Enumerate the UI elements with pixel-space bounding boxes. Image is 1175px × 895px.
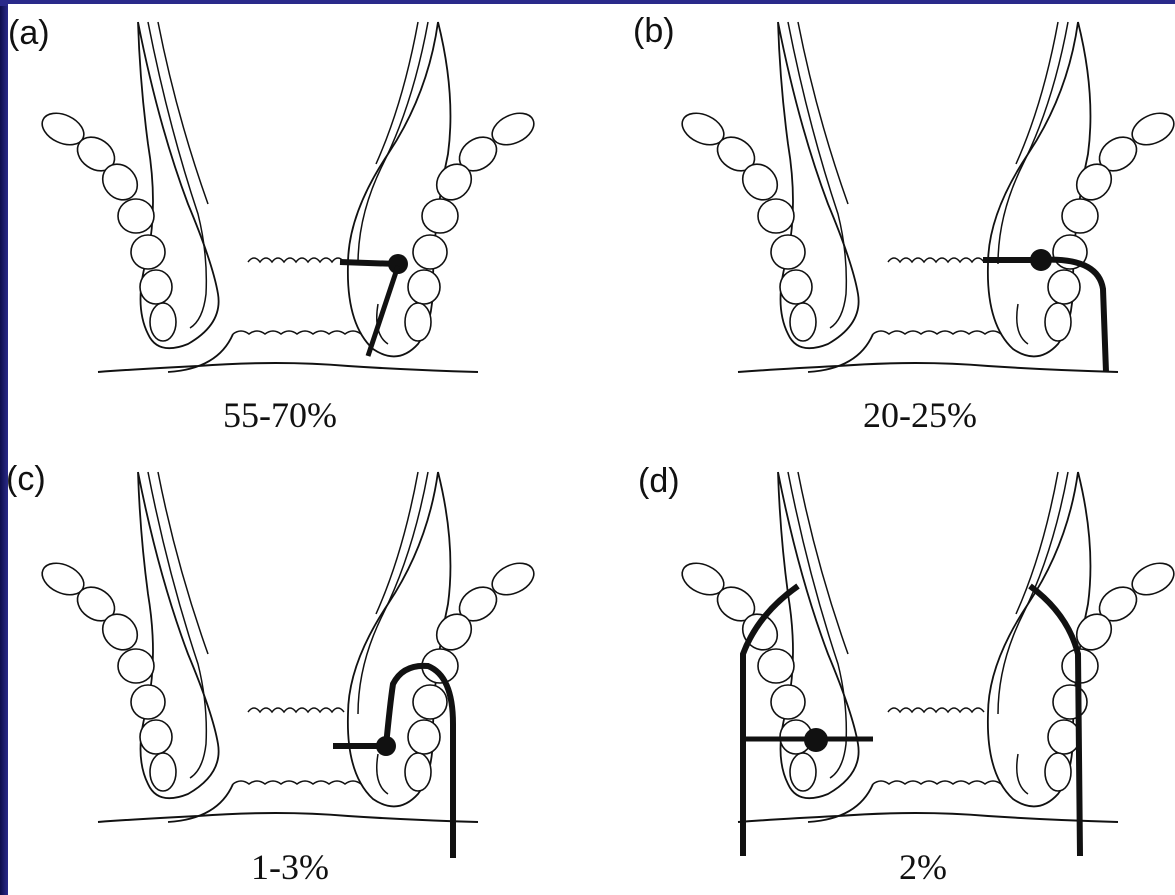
panel-a-percentage: 55-70% <box>180 394 380 436</box>
panel-c-diagram <box>37 472 539 858</box>
diagram-slide: (a) (b) (c) (d) 55-70% 20-25% 1-3% 2% <box>8 4 1175 895</box>
panel-a-diagram <box>37 22 539 372</box>
panel-c-label: (c) <box>6 460 46 499</box>
panel-d-diagram <box>677 472 1175 856</box>
panel-a-label: (a) <box>8 14 50 53</box>
panel-b-percentage: 20-25% <box>820 394 1020 436</box>
panel-c-percentage: 1-3% <box>190 846 390 888</box>
panel-b-label: (b) <box>633 12 675 51</box>
panel-b-diagram <box>677 22 1175 372</box>
slide-frame-edge <box>0 0 8 895</box>
panel-d-percentage: 2% <box>823 846 1023 888</box>
fistula-diagrams <box>8 4 1175 895</box>
panel-d-label: (d) <box>638 462 680 501</box>
